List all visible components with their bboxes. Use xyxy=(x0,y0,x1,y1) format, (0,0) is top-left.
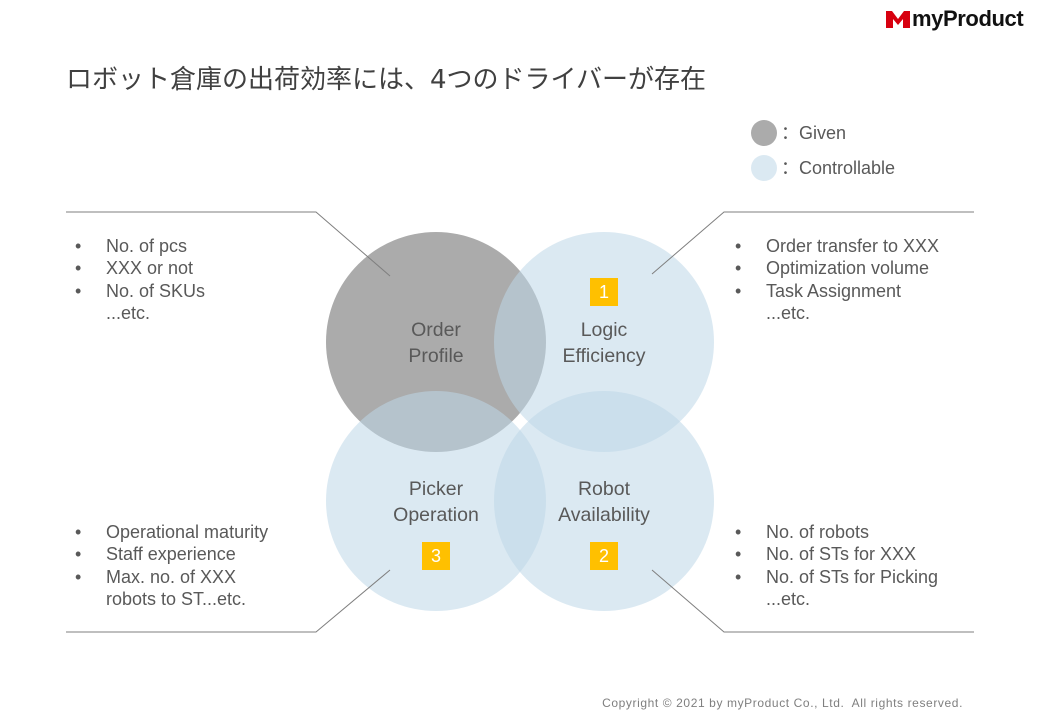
list-item: • Order transfer to XXX xyxy=(732,235,939,257)
list-item-text: No. of pcs xyxy=(106,236,188,256)
list-item-text: Optimization volume xyxy=(766,258,930,279)
list-item: • Max. no. of XXX xyxy=(72,566,268,588)
badge-picker-operation: 3 xyxy=(422,542,450,570)
driver-label-line: Picker xyxy=(408,478,464,500)
bullet: • xyxy=(75,522,82,542)
list-tail: ...etc. xyxy=(766,589,811,610)
list-item-text: Max. no. of XXX xyxy=(106,566,237,587)
driver-label-line: Availability xyxy=(558,504,650,526)
list-item-text: Order transfer to XXX xyxy=(766,236,940,256)
bullet: • xyxy=(75,544,82,565)
factor-list-order-profile: • No. of pcs • XXX or not • No. of SKUs ...… xyxy=(72,235,205,325)
bullet: • xyxy=(75,258,82,279)
list-tail: ...etc. xyxy=(766,303,811,324)
list-item-text: No. of robots xyxy=(766,522,870,542)
callout-line-robot-availability xyxy=(651,569,974,633)
legend-label-controllable: ：Controllable xyxy=(781,158,896,178)
list-item-text: No. of STs for XXX xyxy=(766,544,917,565)
list-item-text: XXX or not xyxy=(106,258,194,279)
driver-label-picker-operation: Picker Operation xyxy=(336,476,536,528)
bullet: • xyxy=(75,280,82,301)
list-item: • Operational maturity xyxy=(72,521,268,543)
list-item: • Staff experience xyxy=(72,543,268,565)
bullet: • xyxy=(735,544,742,565)
bullet: • xyxy=(735,566,742,587)
list-tail: ...etc. xyxy=(106,303,151,324)
driver-circle-robot-availability xyxy=(494,391,714,611)
list-item: • No. of SKUs xyxy=(72,280,205,302)
list-tail: robots to ST...etc. xyxy=(106,589,247,610)
badge-robot-availability: 2 xyxy=(590,542,618,570)
bullet: • xyxy=(735,236,742,256)
driver-label-order-profile: Order Profile xyxy=(336,317,536,369)
list-item-text: No. of SKUs xyxy=(106,280,206,301)
driver-label-line: Robot xyxy=(577,478,631,500)
list-item: • XXX or not xyxy=(72,257,205,279)
driver-label-line: Efficiency xyxy=(562,345,646,367)
bullet: • xyxy=(735,522,742,542)
list-item-text: Staff experience xyxy=(106,544,236,565)
driver-circle-order-profile xyxy=(326,232,546,452)
driver-label-line: Logic xyxy=(580,319,628,341)
driver-label-robot-availability: Robot Availability xyxy=(504,476,704,528)
bullet: • xyxy=(75,566,82,587)
driver-label-line: Operation xyxy=(393,504,479,526)
factor-list-picker-operation: •Operational maturity •Staff experience … xyxy=(72,521,268,611)
list-item: • Optimization volume xyxy=(732,257,939,279)
list-item: • Task Assignment xyxy=(732,280,939,302)
driver-circle-picker-operation xyxy=(326,391,546,611)
list-item-text: Task Assignment xyxy=(766,280,902,301)
logo-text: myProduct xyxy=(912,6,1024,31)
list-item: • No. of STs for Picking xyxy=(732,566,938,588)
page-title: ロボット倉庫の出荷効率には、4つのドライバーが存在 xyxy=(66,65,707,95)
list-item: • No. of pcs xyxy=(72,235,205,257)
legend-label-given: ：Given xyxy=(781,123,847,143)
callout-lines xyxy=(66,211,974,633)
list-item-text: Operational maturity xyxy=(106,522,269,542)
bullet: • xyxy=(735,280,742,301)
legend-swatch-given xyxy=(751,120,777,146)
callout-line-picker-operation xyxy=(66,569,391,633)
bullet: • xyxy=(75,236,82,256)
badge-logic-efficiency: 1 xyxy=(590,278,618,306)
callout-line-logic-efficiency xyxy=(651,211,974,275)
factor-list-robot-availability: • No. of robots • No. of STs for XXX • No. … xyxy=(732,521,938,611)
copyright-footer: Copyright © 2021 by myProduct Co., Ltd. … xyxy=(602,696,963,710)
bullet: • xyxy=(735,258,742,279)
list-item-text: No. of STs for Picking xyxy=(766,566,939,587)
driver-circle-logic-efficiency xyxy=(494,232,714,452)
list-item: • No. of robots xyxy=(732,521,938,543)
driver-label-logic-efficiency: Logic Efficiency xyxy=(504,317,704,369)
legend-swatch-controllable xyxy=(751,155,777,181)
factor-list-logic-efficiency: • Order transfer to XXX • Optimization vol… xyxy=(732,235,939,325)
callout-line-order-profile xyxy=(66,211,391,277)
list-item: • No. of STs for XXX xyxy=(732,543,938,565)
driver-label-line: Profile xyxy=(408,345,464,367)
m-mark-icon xyxy=(886,11,910,28)
driver-label-line: Order xyxy=(411,319,461,341)
